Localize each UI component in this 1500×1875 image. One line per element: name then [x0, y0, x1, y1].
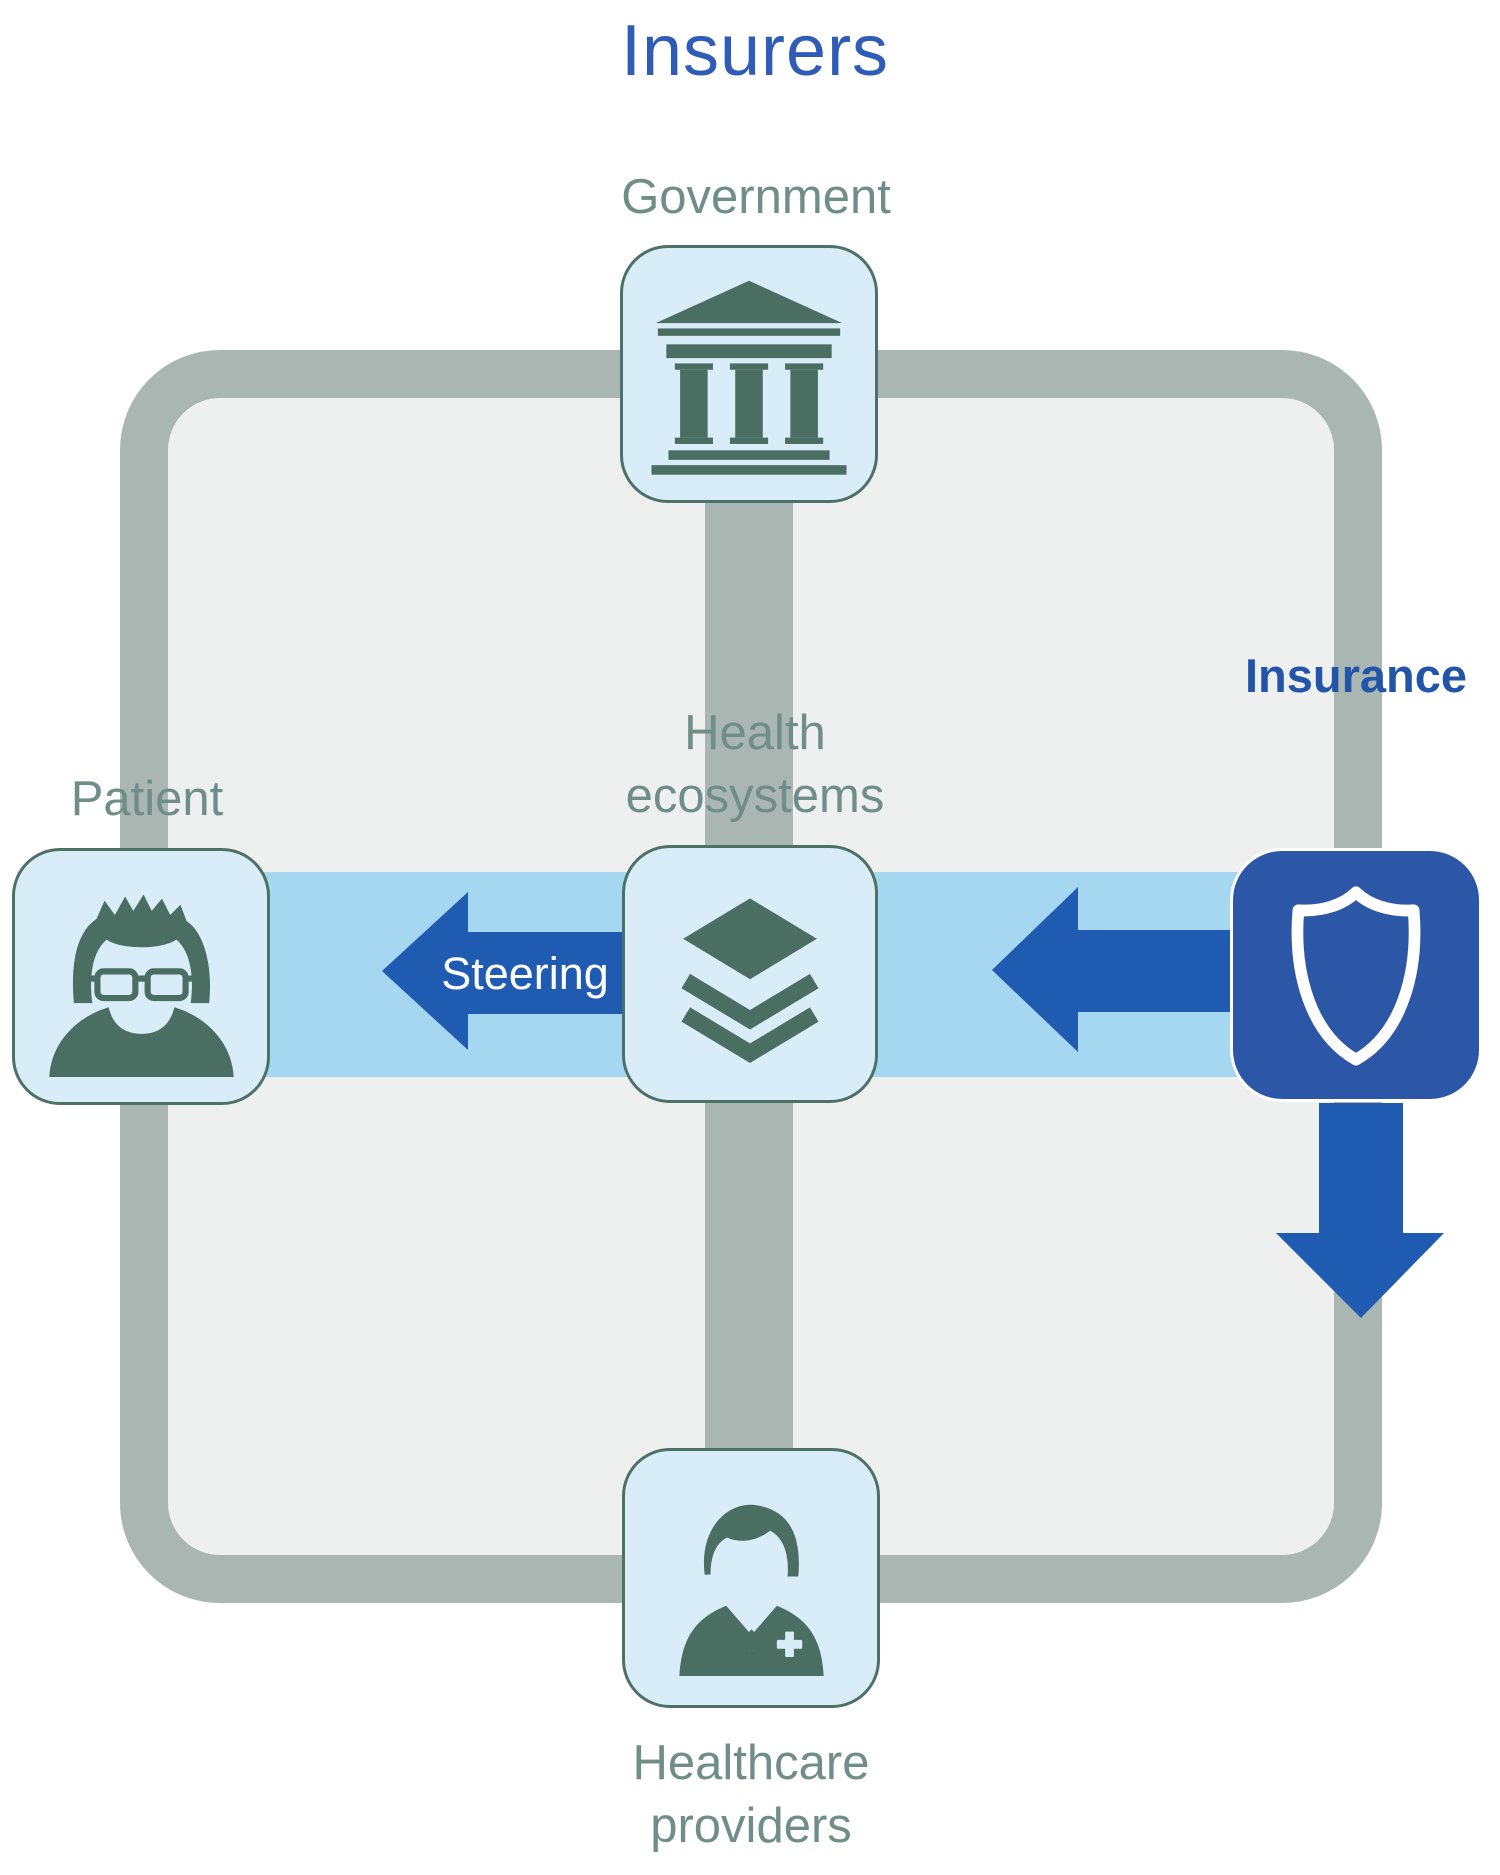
node-patient [12, 848, 270, 1105]
bank-icon [651, 280, 847, 475]
patient-label: Patient [70, 772, 224, 826]
shield-icon [1291, 886, 1421, 1066]
node-health-ecosystems [622, 845, 878, 1103]
healthcare-providers-label: Healthcare providers [632, 1736, 870, 1853]
government-label: Government [621, 170, 891, 224]
page-title: Insurers [620, 11, 890, 91]
layers-icon [681, 898, 819, 1063]
health-ecosystems-label: Health ecosystems [625, 706, 885, 823]
node-healthcare-providers [622, 1448, 880, 1708]
doctor-icon [678, 1504, 824, 1676]
node-government [620, 245, 878, 503]
steering-label: Steering [441, 948, 609, 999]
node-insurance [1230, 848, 1482, 1102]
insurance-label: Insurance [1244, 649, 1468, 702]
person-icon [48, 894, 234, 1077]
